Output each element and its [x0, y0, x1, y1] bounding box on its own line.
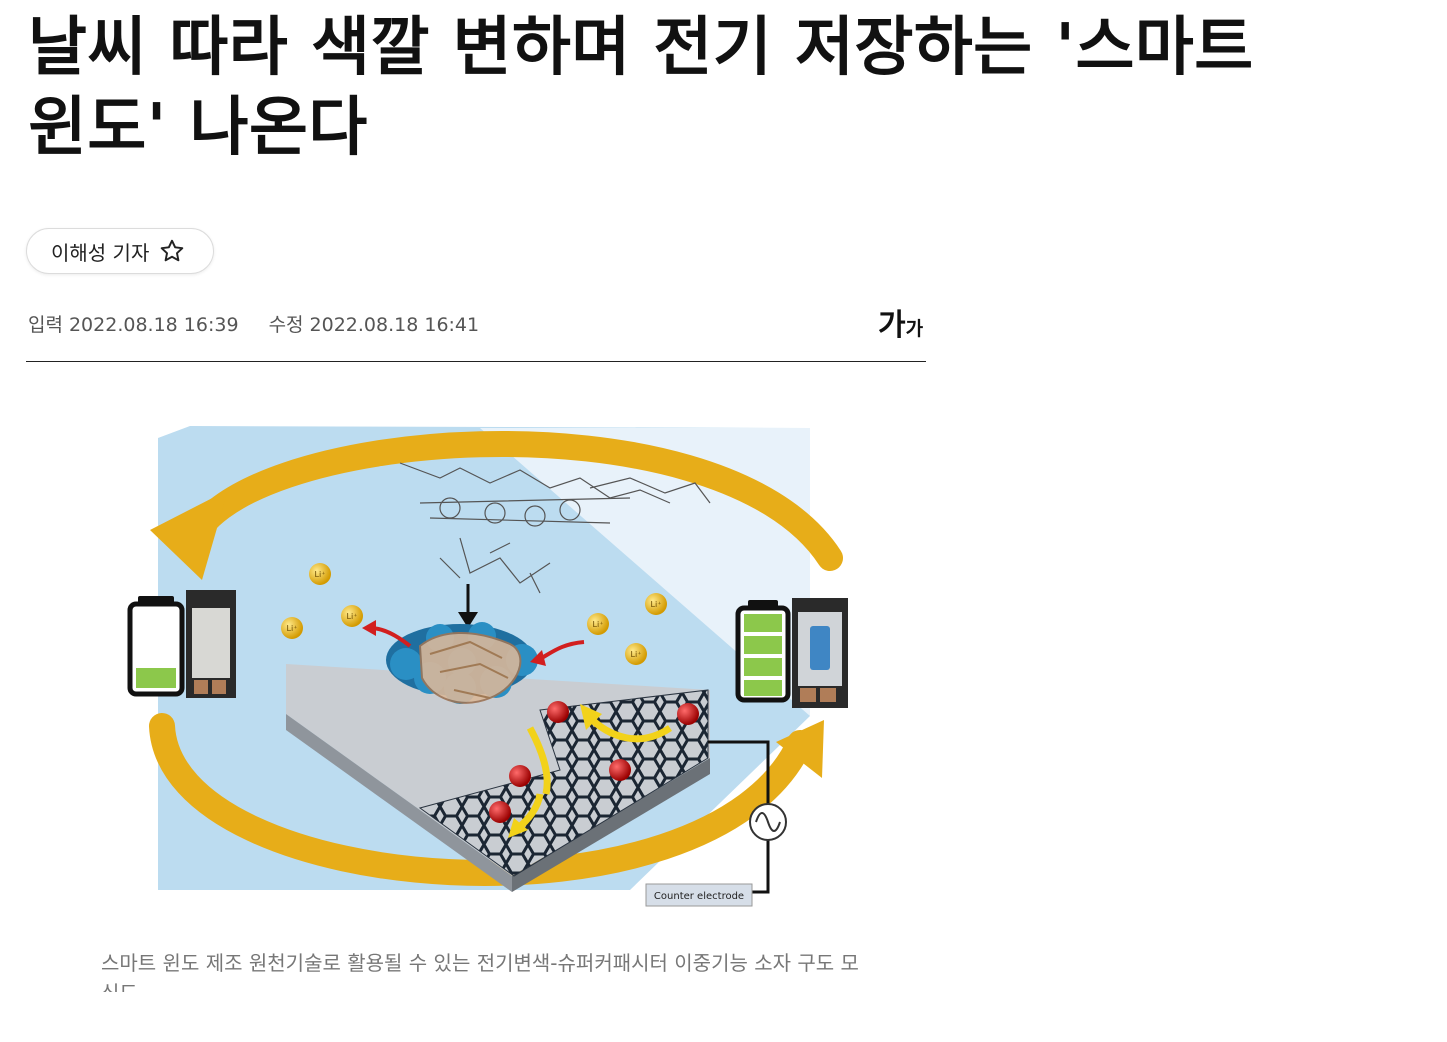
counter-electrode-label: Counter electrode	[654, 891, 744, 902]
device-right	[792, 598, 848, 708]
article-headline: 날씨 따라 색깔 변하며 전기 저장하는 '스마트 윈도' 나온다	[28, 11, 1254, 165]
modified-label: 수정	[268, 314, 304, 336]
article-figure: Li⁺ Li⁺ Li⁺ Li⁺ Li⁺ Li⁺ Counter electrode	[127, 426, 848, 907]
cycle-arrow-top	[177, 430, 843, 571]
red-arrow-right-head	[530, 650, 546, 666]
figure-caption: 스마트 윈도 제조 원천기술로 활용될 수 있는 전기변색-슈퍼커패시터 이중기…	[101, 951, 859, 992]
ac-source-icon	[749, 803, 787, 841]
font-size-small-glyph: 가	[905, 318, 924, 340]
circuit-wire	[708, 740, 770, 806]
down-arrow	[458, 584, 478, 628]
published-label: 입력	[28, 314, 63, 336]
published-value: 2022.08.18 16:39	[68, 314, 239, 336]
font-size-button[interactable]: 가가	[878, 300, 923, 344]
ion-label: Li⁺	[347, 612, 358, 621]
yellow-arrow-3-head	[508, 818, 528, 838]
device-left	[186, 590, 236, 698]
ion-label: Li⁺	[315, 570, 326, 579]
counter-electrode-box: Counter electrode	[645, 883, 753, 907]
electrons	[489, 701, 699, 823]
molecule-structure	[399, 462, 711, 594]
star-icon[interactable]	[159, 238, 185, 264]
red-arrow-left-head	[362, 620, 376, 636]
ion-label: Li⁺	[287, 624, 298, 633]
ion-label: Li⁺	[593, 620, 604, 629]
lithium-ions: Li⁺ Li⁺ Li⁺ Li⁺ Li⁺ Li⁺	[281, 563, 667, 665]
battery-left	[127, 596, 185, 697]
ion-label: Li⁺	[631, 650, 642, 659]
ion-label: Li⁺	[651, 600, 662, 609]
polymer-cluster	[386, 622, 538, 704]
yellow-arrow-1	[585, 713, 672, 743]
cycle-arrow-bottom	[149, 713, 813, 886]
cycle-arrow-bottom-head	[776, 720, 824, 778]
cycle-arrow-top-head	[150, 490, 228, 580]
modified-value: 2022.08.18 16:41	[309, 314, 480, 336]
header-divider	[26, 361, 926, 362]
reporter-name: 이해성 기자	[51, 240, 150, 265]
circuit-wire-lower	[750, 840, 770, 894]
battery-right	[735, 600, 791, 703]
font-size-big-glyph: 가	[878, 308, 906, 343]
yellow-arrow-2	[526, 726, 551, 795]
yellow-arrow-1-head	[580, 704, 602, 730]
reporter-button[interactable]: 이해성 기자	[26, 228, 214, 274]
